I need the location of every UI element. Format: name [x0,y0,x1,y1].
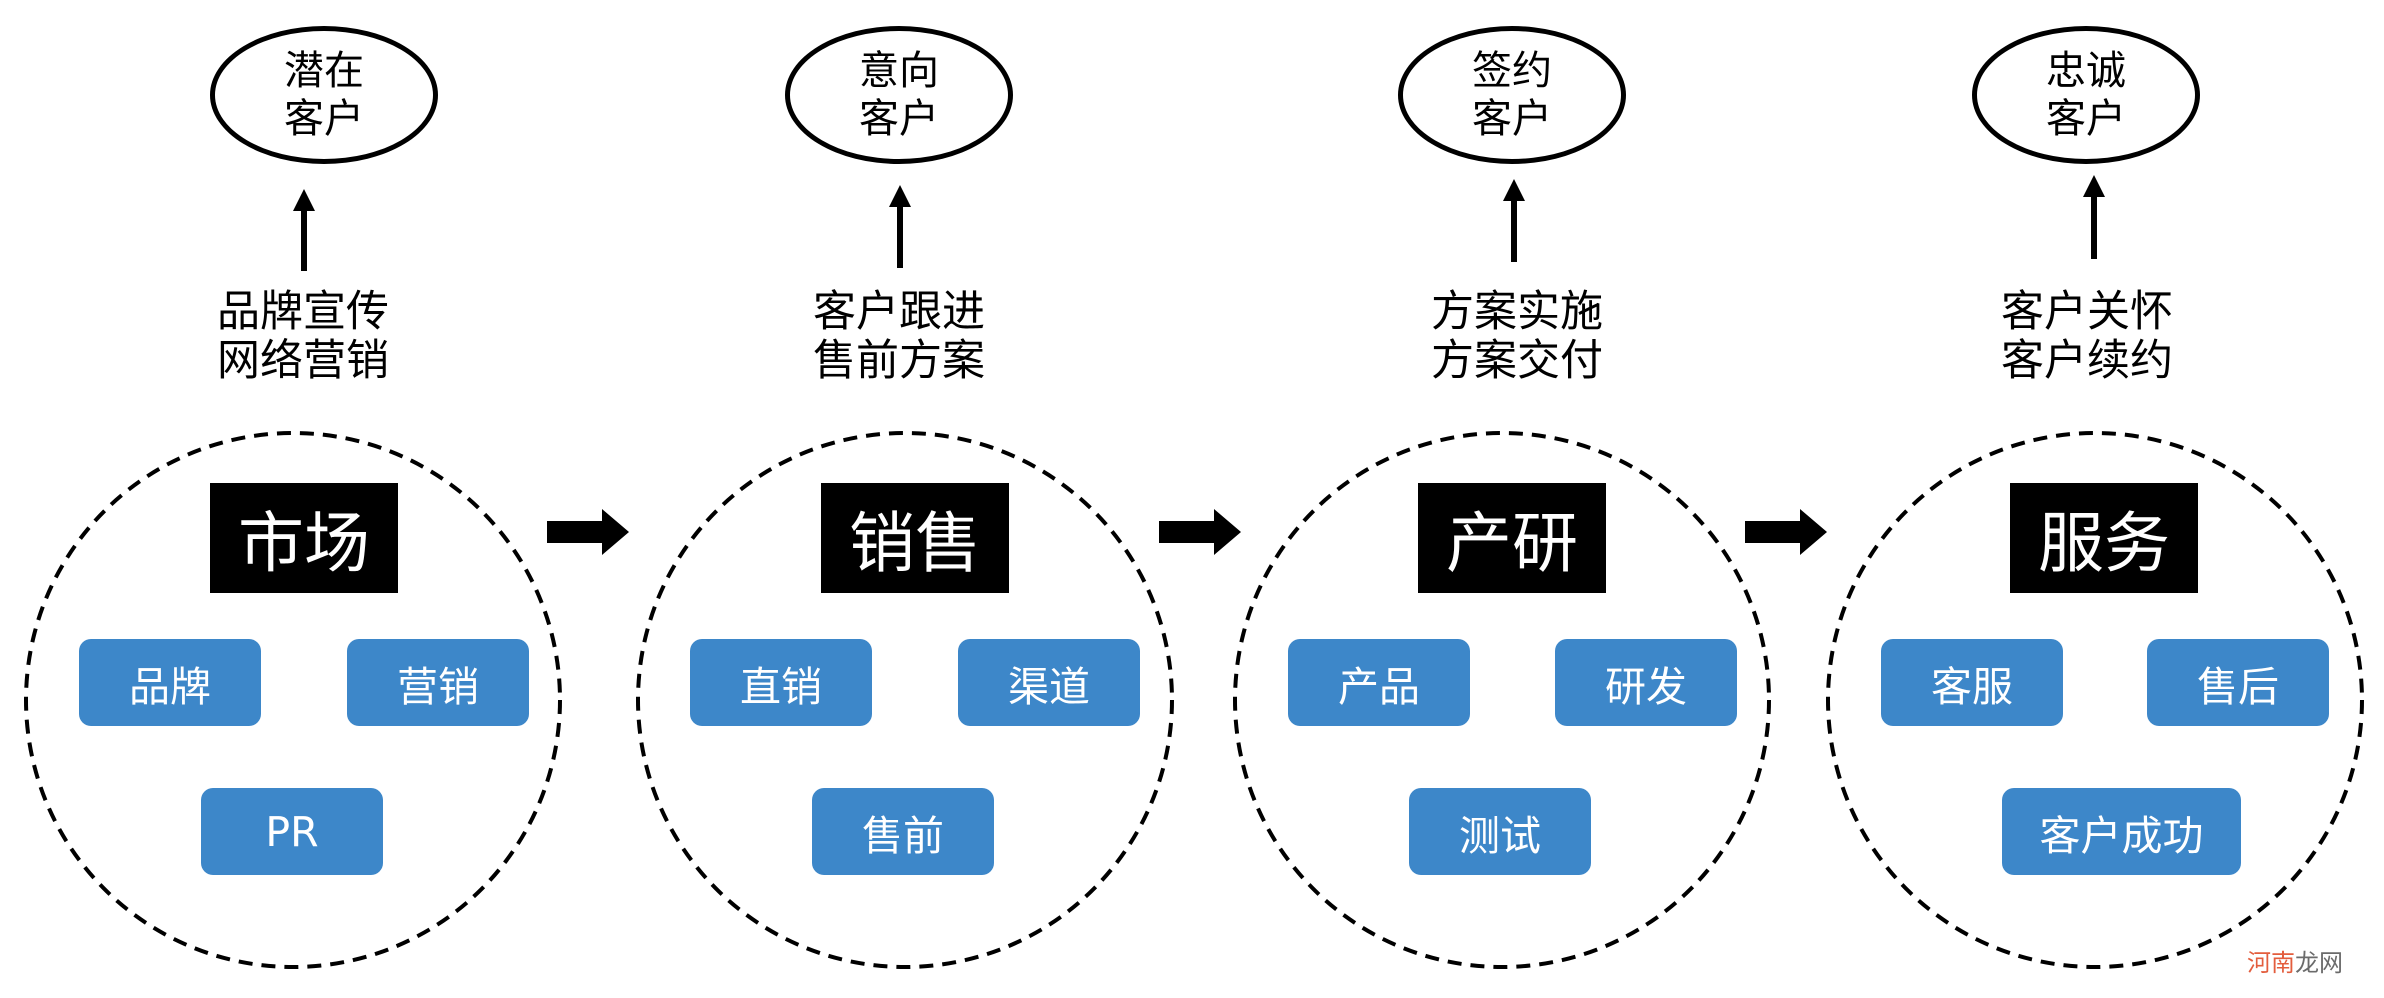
activity-line: 客户关怀 [2001,287,2173,337]
up-arrows [293,175,2105,271]
function-pill: 研发 [1555,639,1737,726]
function-pill: 产品 [1288,639,1470,726]
goal-line: 意向 [859,48,939,94]
goal-line: 客户 [859,96,939,142]
flow-arrow-stage-3-to-4 [1745,509,1827,555]
goal-ellipse: 潜在 客户 [210,26,438,164]
function-pill: 营销 [347,639,529,726]
function-pill: 渠道 [958,639,1140,726]
activity-line: 客户跟进 [813,287,985,337]
flow-arrow-stage-2-to-3 [1159,509,1241,555]
function-pill: PR [201,788,383,875]
activity-text: 客户跟进 售前方案 [769,288,1029,386]
activity-text: 品牌宣传 网络营销 [173,288,433,386]
activity-line: 客户续约 [2001,336,2173,386]
stage-circles [24,431,2364,969]
stage-3-dashed-circle [1233,431,1771,969]
stage-title: 市场 [210,483,398,593]
function-pill: 客户成功 [2002,788,2241,875]
goal-line: 潜在 [284,48,364,94]
activity-text: 方案实施 方案交付 [1387,288,1647,386]
stage-title: 产研 [1418,483,1606,593]
activity-line: 方案交付 [1431,336,1603,386]
stage-1-dashed-circle [24,431,562,969]
stage-title: 销售 [821,483,1009,593]
stage-4-up-arrow [2083,175,2105,259]
flow-arrows [547,509,1827,555]
goal-line: 客户 [284,96,364,142]
watermark-accent-text: 河南 [2247,949,2295,977]
activity-line: 售前方案 [813,336,985,386]
stage-3-up-arrow [1503,179,1525,262]
goal-line: 签约 [1472,48,1552,94]
stage-2-up-arrow [889,185,911,268]
stage-4-dashed-circle [1826,431,2364,969]
activity-line: 方案实施 [1431,287,1603,337]
flow-arrow-stage-1-to-2 [547,509,629,555]
function-pill: 测试 [1409,788,1591,875]
watermark-text: 龙网 [2295,949,2343,977]
watermark: 河南龙网 [2247,948,2343,978]
function-pill: 售前 [812,788,994,875]
goal-ellipse: 签约 客户 [1398,26,1626,164]
stage-title: 服务 [2010,483,2198,593]
goal-ellipse: 忠诚 客户 [1972,26,2200,164]
goal-line: 客户 [2046,96,2126,142]
goal-line: 客户 [1472,96,1552,142]
activity-text: 客户关怀 客户续约 [1957,288,2217,386]
activity-line: 品牌宣传 [217,287,389,337]
stage-2-dashed-circle [636,431,1174,969]
activity-line: 网络营销 [217,336,389,386]
goal-line: 忠诚 [2046,48,2126,94]
stage-1-up-arrow [293,189,315,271]
function-pill: 售后 [2147,639,2329,726]
function-pill: 客服 [1881,639,2063,726]
function-pill: 直销 [690,639,872,726]
goal-ellipse: 意向 客户 [785,26,1013,164]
function-pill: 品牌 [79,639,261,726]
